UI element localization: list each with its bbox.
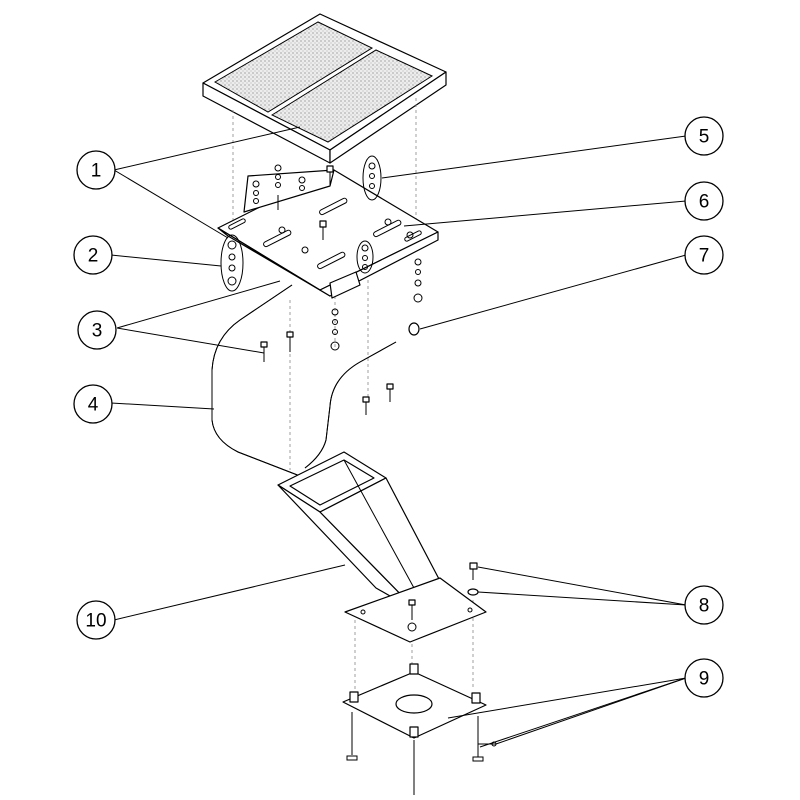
angled-post xyxy=(277,451,487,643)
tread-step xyxy=(202,13,447,164)
callout-8-label: 8 xyxy=(699,596,710,617)
end-cap xyxy=(408,322,420,336)
callout-4-label: 4 xyxy=(88,395,99,416)
callout-3-label: 3 xyxy=(92,321,103,342)
anchor-plate xyxy=(342,663,497,795)
bolts-3 xyxy=(260,331,394,415)
callout-6: 6 xyxy=(684,181,724,221)
callout-1-label: 1 xyxy=(91,161,102,182)
washer-nut-set-under-plate xyxy=(356,240,374,274)
grit-panel-right xyxy=(270,49,434,143)
callout-6-label: 6 xyxy=(699,192,710,213)
support-plate xyxy=(217,169,439,299)
callout-10: 10 xyxy=(76,600,116,640)
callout-2: 2 xyxy=(73,235,113,275)
callout-8: 8 xyxy=(684,585,724,625)
handrail xyxy=(211,284,397,477)
callout-4: 4 xyxy=(73,384,113,424)
bolt-washer-8 xyxy=(467,562,479,596)
callout-10-label: 10 xyxy=(85,611,106,632)
callout-5-label: 5 xyxy=(699,127,710,148)
bolt-washer-set-5 xyxy=(362,155,382,201)
callout-2-label: 2 xyxy=(88,246,99,267)
washer-nut-set-2 xyxy=(220,234,244,292)
callout-9-label: 9 xyxy=(699,669,710,690)
callout-7: 7 xyxy=(684,235,724,275)
callout-9: 9 xyxy=(684,658,724,698)
callout-1: 1 xyxy=(76,150,116,190)
callout-3: 3 xyxy=(77,310,117,350)
fasteners-top xyxy=(252,164,334,240)
grit-panel-left xyxy=(213,21,374,113)
leader-lines xyxy=(110,126,687,748)
fasteners-right xyxy=(330,258,423,351)
callout-7-label: 7 xyxy=(699,246,710,267)
callout-5: 5 xyxy=(684,116,724,156)
